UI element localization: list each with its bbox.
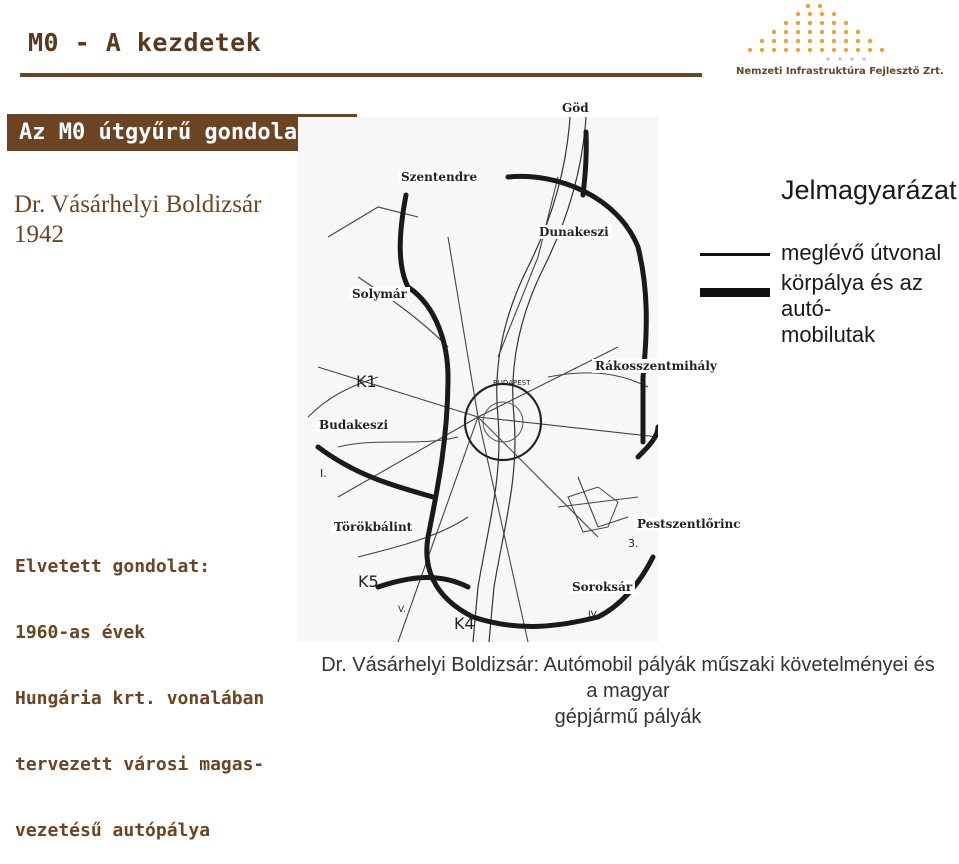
road-mark: 3. — [628, 537, 639, 550]
place-label-soroksar: Soroksár — [569, 580, 636, 594]
road-mark: IV. — [588, 610, 599, 620]
legend-label-existing: meglévő útvonal — [781, 240, 942, 265]
rejected-line: Elvetett gondolat: — [15, 556, 211, 577]
road-mark: V. — [398, 605, 406, 615]
rejected-idea: Elvetett gondolat: 1960-as évek Hungária… — [15, 512, 264, 864]
place-label-god: Göd — [559, 101, 592, 115]
place-label-dunakeszi: Dunakeszi — [536, 225, 612, 239]
rejected-line: vezetésű autópálya — [15, 820, 211, 841]
place-label-szentendre: Szentendre — [398, 170, 481, 184]
place-label-rakosszentmihaly: Rákosszentmihály — [592, 359, 720, 373]
legend-ring-line: körpálya és az autó- — [781, 270, 923, 321]
historic-ring-road-map: BUDAPEST K2 K1 3. K4 K5 I. IV. V. — [298, 117, 658, 642]
legend-label-ring: körpálya és az autó- mobilutak — [781, 270, 959, 348]
place-label-budakeszi: Budakeszi — [316, 418, 392, 432]
rejected-line: 1960-as évek — [15, 622, 146, 643]
caption-line: gépjármű pályák — [554, 706, 702, 728]
page-title: M0 - A kezdetek — [28, 28, 262, 57]
legend-swatch-existing — [700, 253, 770, 256]
road-mark: K5 — [358, 572, 379, 591]
author-block: Dr. Vásárhelyi Boldizsár 1942 — [14, 190, 261, 250]
author-year: 1942 — [14, 221, 64, 248]
place-label-torokbalint: Törökbálint — [331, 520, 416, 534]
logo-text: Nemzeti Infrastruktúra Fejlesztő Zrt. — [736, 66, 944, 77]
road-mark: K4 — [454, 614, 475, 633]
legend-ring-line: mobilutak — [781, 322, 876, 347]
place-label-pestszentlorinc: Pestszentlőrinc — [634, 517, 744, 531]
author-name: Dr. Vásárhelyi Boldizsár — [14, 191, 262, 218]
road-mark: K1 — [356, 372, 377, 391]
road-mark: I. — [320, 467, 327, 480]
rejected-line: tervezett városi magas- — [15, 754, 265, 775]
title-rule — [20, 73, 702, 77]
company-logo — [747, 3, 885, 61]
legend-title: Jelmagyarázat — [781, 175, 957, 205]
source-caption: Dr. Vásárhelyi Boldizsár: Autómobil pály… — [318, 652, 938, 730]
city-label: BUDAPEST — [493, 379, 531, 387]
place-label-solymar: Solymár — [349, 287, 410, 301]
rejected-line: Hungária krt. vonalában — [15, 688, 265, 709]
caption-line: Dr. Vásárhelyi Boldizsár: Autómobil pály… — [321, 654, 935, 702]
legend-swatch-ring — [700, 288, 770, 297]
